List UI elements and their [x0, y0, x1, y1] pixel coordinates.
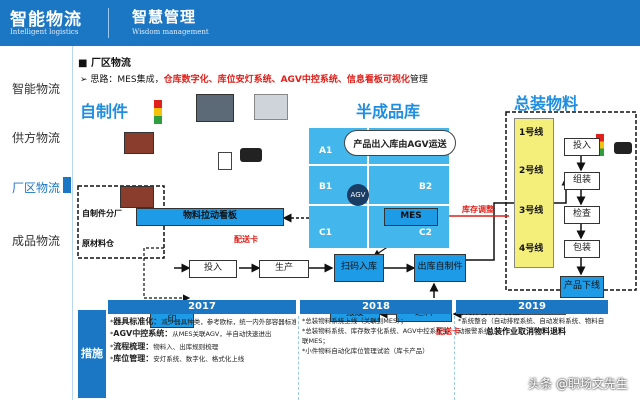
agv-icon: AGV	[347, 184, 369, 206]
header-divider	[108, 8, 109, 38]
cell-c1: C1	[319, 228, 332, 238]
grid-divider	[309, 204, 449, 206]
plan-column-2017: *器具标准化：减少器具种类，参考欧标，统一内外部容器标准（注塑件、钣金件、电器件…	[110, 316, 296, 400]
plan-column-2018: *总装物料系统上线（关联到MES）； *总装物料系统、库存数字化系统、AGV中控…	[302, 316, 452, 400]
measures-badge: 措施	[78, 310, 106, 398]
plan-2017-head: 库位管理：	[113, 354, 154, 364]
flow-inspect-box[interactable]: 检查	[564, 206, 600, 224]
column-divider	[454, 316, 455, 400]
year-header-2017: 2017	[108, 300, 296, 314]
year-header-2019: 2019	[456, 300, 608, 314]
section-title-text: 厂区物流	[90, 58, 131, 69]
strategy-line: ➢ 思路：MES集成，仓库数字化、库位安灯系统、AGV中控系统、信息看板可视化管…	[80, 75, 428, 85]
brand-subtitle: Intelligent logistics	[10, 28, 79, 36]
material-pull-board[interactable]: 物料拉动看板	[136, 208, 284, 226]
zone-self-made-label: 自制件	[80, 102, 129, 121]
measures-table: 措施 2017 2018 2019 *器具标准化：减少器具种类，参考欧标，统一内…	[78, 300, 640, 400]
cell-a1: A1	[319, 146, 333, 156]
computer-icon	[196, 94, 234, 122]
strategy-highlight: 仓库数字化、库位安灯系统、AGV中控系统、信息看板可视化	[163, 75, 410, 85]
plan-2019-item: *系统整合（自动排程系统、自动发料系统、物料自动报警系统）	[458, 317, 605, 336]
cell-c2: C2	[419, 228, 432, 238]
plan-2018-item: *总装物料系统、库存数字化系统、AGV中控系统关联MES；	[302, 327, 450, 346]
cell-b2: B2	[419, 182, 433, 192]
plan-2017-item: *AGV中控系统：从MES关联AGV，半自动快速进出	[110, 329, 272, 339]
cell-b1: B1	[319, 182, 333, 192]
strategy-suffix: 管理	[409, 75, 428, 85]
plan-2017-text: 从MES关联AGV，半自动快速进出	[172, 330, 272, 339]
self-split-label: 自制件分厂	[82, 209, 122, 218]
sidebar-divider	[72, 46, 73, 400]
year-header-2018: 2018	[300, 300, 452, 314]
plan-2017-head: 流程梳理：	[113, 341, 154, 351]
plan-2017-text: 物料入、出库规则梳理	[153, 342, 219, 351]
container-icon	[120, 186, 154, 208]
line-4-label: 4号线	[519, 244, 544, 254]
column-divider	[298, 316, 299, 400]
flow-offline-box[interactable]: 产品下线	[560, 276, 604, 298]
logistics-flow-diagram: 自制件 半成品库 总装物料 A1 A2 B1 B2 C1 C2 AGV 产品出入…	[74, 88, 640, 338]
note-cancel-return: 总装作业取消物料退料	[486, 327, 566, 336]
brand-title: 智能物流	[10, 10, 82, 30]
plan-2017-item: *流程梳理：物料入、出库规则梳理	[110, 341, 219, 351]
plan-2017-item: *库位管理：安灯系统、数字化、格式化上线	[110, 354, 245, 364]
line-2-label: 2号线	[519, 166, 544, 176]
flow-input-box[interactable]: 投入	[564, 138, 600, 156]
plan-2017-item: *器具标准化：减少器具种类，参考欧标，统一内外部容器标准（注塑件、钣金件、电器件…	[110, 316, 296, 328]
top-header: 智能物流 Intelligent logistics 智慧管理 Wisdom m…	[0, 0, 640, 46]
active-nav-marker	[63, 177, 71, 193]
plan-2017-head: AGV中控系统：	[113, 329, 173, 339]
scan-in-box[interactable]: 扫码入库	[334, 254, 384, 282]
main-content: ■ 厂区物流 ➢ 思路：MES集成，仓库数字化、库位安灯系统、AGV中控系统、信…	[74, 46, 640, 400]
flow-assemble-box[interactable]: 组装	[564, 172, 600, 190]
note-deliver-card: 配送卡	[234, 235, 258, 244]
sidebar-nav: 智能物流 供方物流 厂区物流 成品物流	[0, 46, 66, 400]
andon-light-icon	[596, 134, 604, 156]
plan-2018-item: *小件物料自动化库位管理试验（库卡产品）	[302, 347, 429, 356]
agv-note-cloud: 产品出入库由AGV运送	[344, 130, 456, 156]
document-icon	[218, 152, 232, 170]
arrow-to-deliver-card	[143, 247, 191, 302]
sidebar-item-supplier-logistics[interactable]: 供方物流	[12, 131, 61, 145]
scanner-icon	[240, 148, 262, 162]
input-box[interactable]: 投入	[189, 260, 237, 278]
plan-column-2019: *系统整合（自动排程系统、自动发料系统、物料自动报警系统）	[458, 316, 608, 400]
page-title: 智慧管理	[132, 8, 197, 26]
container-icon	[124, 132, 154, 154]
out-self-box[interactable]: 出库自制件	[414, 254, 466, 282]
plan-2017-head: 器具标准化：	[113, 317, 162, 326]
flow-pack-box[interactable]: 包装	[564, 240, 600, 258]
strategy-prefix: 思路：MES集成，	[90, 75, 164, 85]
mes-box[interactable]: MES	[384, 208, 438, 226]
sidebar-item-plant-logistics[interactable]: 厂区物流	[12, 181, 61, 195]
assembly-lines-panel: 1号线 2号线 3号线 4号线	[514, 118, 554, 268]
scanner-icon	[614, 142, 632, 154]
grid-divider	[367, 128, 369, 248]
note-stock-adjust: 库存调整	[462, 205, 494, 214]
zone-assembly-label: 总装物料	[514, 94, 579, 113]
plan-2017-text: 减少器具种类，参考欧标，统一内外部容器标准（注塑件、钣金件、电器件）	[161, 318, 296, 326]
grid-divider	[309, 164, 449, 166]
sidebar-item-product-logistics[interactable]: 成品物流	[12, 234, 61, 248]
arrow-out-to-assembly	[466, 176, 571, 261]
plan-2018-item: *总装物料系统上线（关联到MES）；	[302, 317, 407, 325]
watermark: 头条 @职场文先生	[528, 377, 628, 391]
line-3-label: 3号线	[519, 206, 544, 216]
note-deliver-card-2: 配送卡	[436, 327, 460, 336]
produce-box[interactable]: 生产	[259, 260, 309, 278]
andon-light-icon	[154, 100, 162, 124]
plan-2017-text: 安灯系统、数字化、格式化上线	[153, 355, 245, 364]
sidebar-item-smart-logistics[interactable]: 智能物流	[12, 82, 61, 96]
section-heading: ■ 厂区物流	[78, 58, 131, 69]
page-subtitle: Wisdom management	[132, 28, 209, 36]
line-1-label: 1号线	[519, 128, 544, 138]
raw-warehouse-label: 原材料仓	[82, 239, 114, 248]
zone-semi-label: 半成品库	[356, 102, 421, 121]
printer-icon	[254, 94, 288, 120]
